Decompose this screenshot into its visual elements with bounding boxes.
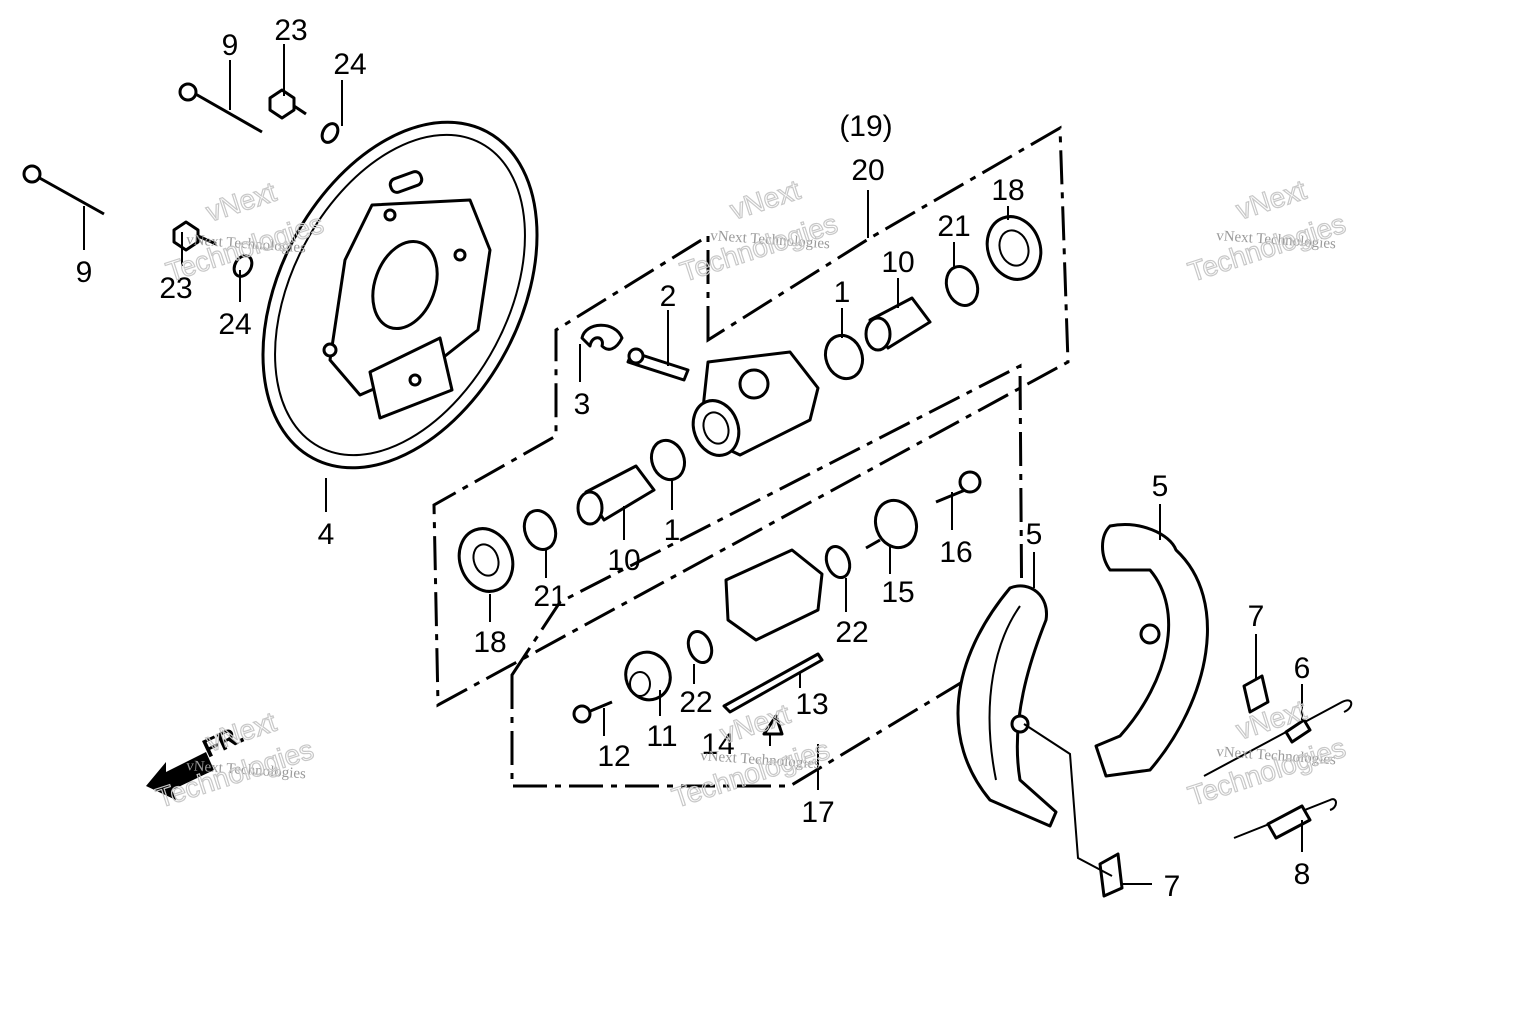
callout-1-lower: 1	[664, 514, 681, 547]
cylinder-group-outline-19	[432, 125, 1070, 708]
nut-23-upper	[268, 88, 307, 120]
adjuster-lever-13	[722, 652, 824, 714]
callout-15: 15	[881, 576, 914, 609]
callout-23-upper: 23	[274, 14, 307, 47]
adjuster-screw-12	[572, 700, 613, 724]
callout-18-lower: 18	[473, 626, 506, 659]
callout-19: (19)	[839, 110, 892, 143]
return-spring-8	[1233, 798, 1337, 840]
callout-22-lower: 22	[679, 686, 712, 719]
callout-13: 13	[795, 688, 828, 721]
callout-8: 8	[1294, 858, 1311, 891]
dust-boot-18-lower	[457, 527, 515, 593]
watermark-text: Technologies	[1184, 732, 1349, 812]
washer-24-lower	[232, 254, 254, 278]
adjuster-wheel-15	[865, 498, 919, 550]
callout-16: 16	[939, 536, 972, 569]
callout-23-lower: 23	[159, 272, 192, 305]
watermark-text: vNext	[726, 174, 804, 226]
backing-plate	[261, 120, 539, 470]
brake-shoe-5-rear	[1094, 523, 1209, 778]
callout-21-lower: 21	[533, 580, 566, 613]
watermark-text: vNext	[202, 176, 280, 228]
return-spring-6	[1203, 699, 1353, 777]
callout-17: 17	[801, 796, 834, 829]
callout-24-lower: 24	[218, 308, 251, 341]
callout-5-rear: 5	[1152, 470, 1169, 503]
callout-14: 14	[701, 728, 734, 761]
callout-7-lower: 7	[1164, 870, 1181, 903]
washer-24-upper	[320, 122, 340, 144]
brake-shoe-5-front	[956, 584, 1058, 828]
callout-6: 6	[1294, 652, 1311, 685]
callout-labels: 9 23 24 9 23 24 4 3 2 (19) 20 1 10 21 18…	[76, 14, 1311, 903]
wheel-cylinder-body-upper	[691, 350, 820, 457]
callout-21-upper: 21	[937, 210, 970, 243]
piston-10-lower	[576, 464, 656, 526]
cup-1-lower	[649, 438, 687, 482]
nut-23-lower	[172, 220, 217, 252]
dust-boot-18-upper	[985, 215, 1043, 281]
callout-9-upper: 9	[222, 29, 239, 62]
watermark-text: vNext	[1232, 174, 1310, 226]
adjuster-housing	[724, 548, 824, 642]
adjuster-bolt-16	[935, 470, 982, 504]
bleeder-cap-3	[580, 323, 624, 351]
bolt-9-lower	[22, 164, 105, 216]
callout-7-upper: 7	[1248, 600, 1265, 633]
callout-22-upper: 22	[835, 616, 868, 649]
callout-9-lower: 9	[76, 256, 93, 289]
spring-clip-14	[762, 714, 784, 736]
callout-24-upper: 24	[333, 48, 366, 81]
cup-1-upper	[823, 333, 865, 381]
callout-18-upper: 18	[991, 174, 1024, 207]
callout-3: 3	[574, 388, 591, 421]
bolt-9-upper	[178, 82, 263, 134]
callout-12: 12	[597, 740, 630, 773]
callout-10-upper: 10	[881, 246, 914, 279]
leader-lines	[83, 44, 1303, 885]
callout-2: 2	[660, 280, 677, 313]
bleeder-screw-2	[626, 347, 690, 382]
callout-4: 4	[318, 518, 335, 551]
adjuster-wheel-11	[624, 650, 672, 702]
washer-22-lower	[686, 630, 714, 664]
callout-5-front: 5	[1026, 518, 1043, 551]
callout-1-upper: 1	[834, 276, 851, 309]
callout-20: 20	[851, 154, 884, 187]
callout-10-lower: 10	[607, 544, 640, 577]
callout-11: 11	[646, 720, 677, 753]
washer-22-upper	[824, 545, 852, 579]
ring-21-upper	[944, 265, 980, 307]
ring-21-lower	[522, 509, 558, 551]
